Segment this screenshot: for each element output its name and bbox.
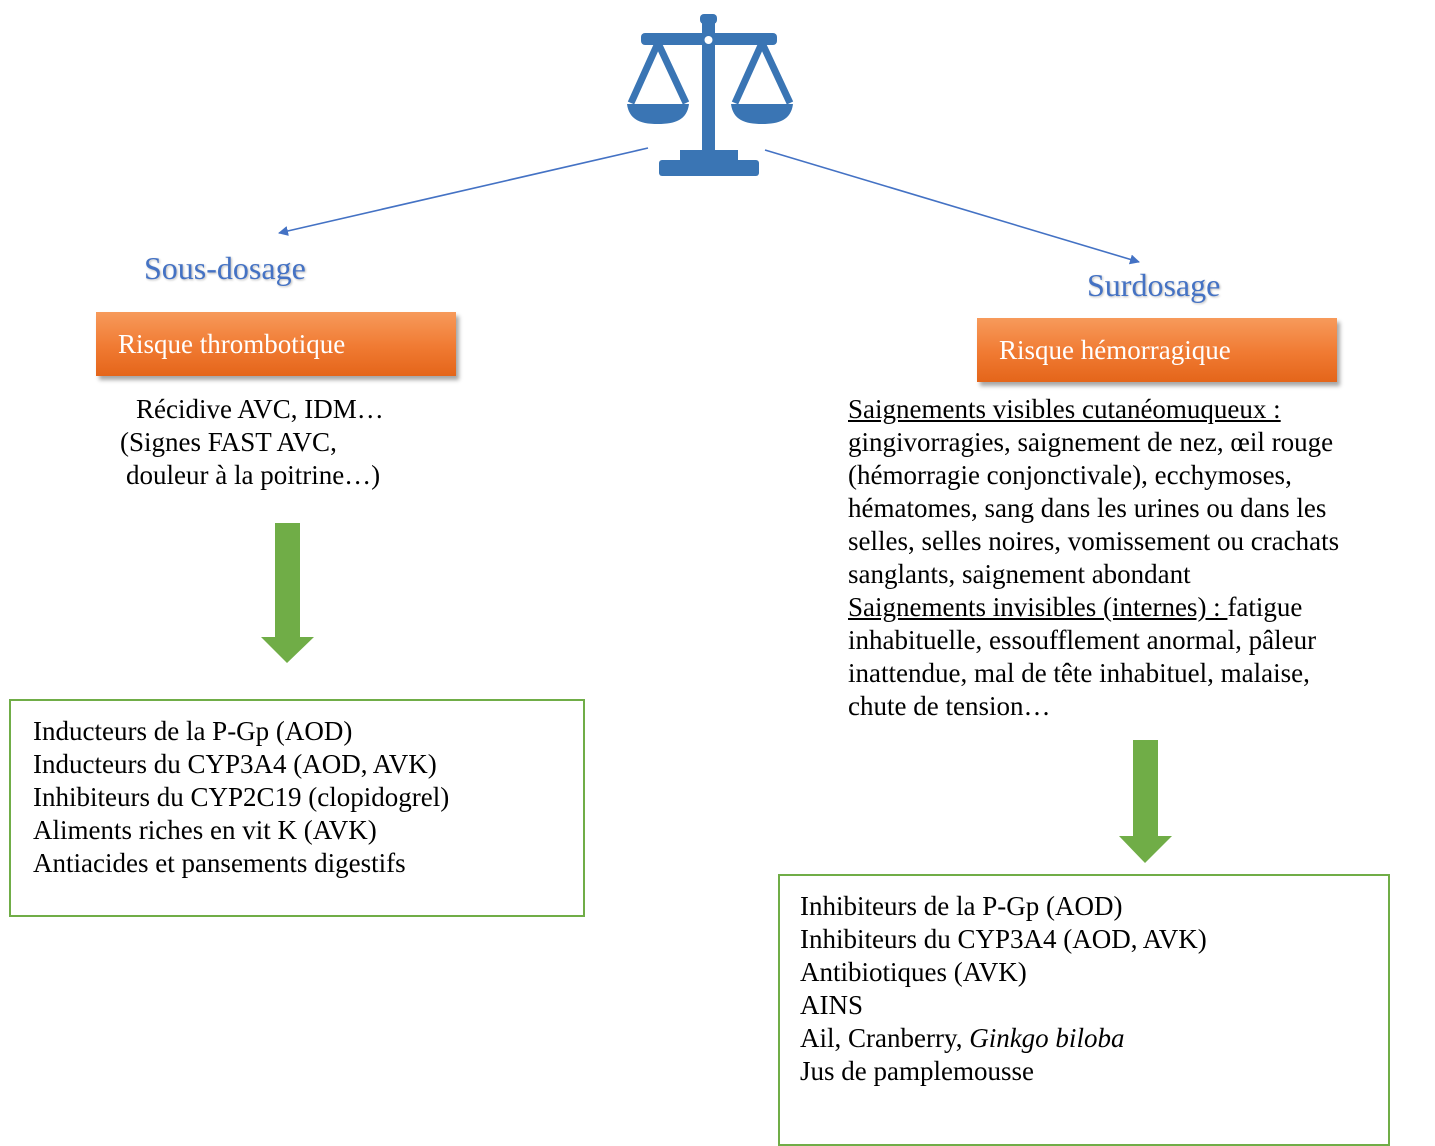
cause-item: Inhibiteurs du CYP2C19 (clopidogrel) — [33, 782, 450, 812]
invisible-bleeding-first: fatigue — [1227, 592, 1303, 622]
thrombotic-risk-label: Risque thrombotique — [118, 328, 346, 359]
green-down-arrow-left — [261, 523, 314, 663]
invisible-bleeding-line: inattendue, mal de tête inhabituel, mala… — [848, 658, 1310, 688]
balance-scale-icon — [627, 14, 794, 176]
invisible-bleeding-title: Saignements invisibles (internes) : — [848, 592, 1228, 622]
surdosage-heading: Surdosage — [1087, 267, 1221, 303]
effect-line: Récidive AVC, IDM… — [136, 394, 384, 424]
green-down-arrow-right — [1119, 740, 1172, 863]
cause-item: AINS — [800, 990, 864, 1020]
hemorrhagic-risk-label: Risque hémorragique — [999, 334, 1231, 365]
cause-item: Jus de pamplemousse — [800, 1056, 1034, 1086]
cause-item: Antiacides et pansements digestifs — [33, 848, 406, 878]
sous-dosage-heading: Sous-dosage — [144, 250, 306, 286]
visible-bleeding-title: Saignements visibles cutanéomuqueux : — [848, 394, 1281, 424]
thrombotic-risk-box: Risque thrombotique — [96, 312, 456, 376]
bleeding-signs: Saignements visibles cutanéomuqueux : gi… — [848, 393, 1339, 723]
cause-item: Antibiotiques (AVK) — [800, 957, 1027, 987]
visible-bleeding-line: (hémorragie conjonctivale), ecchymoses, — [848, 460, 1292, 490]
visible-bleeding-line: hématomes, sang dans les urines ou dans … — [848, 493, 1327, 523]
arrow-to-sous-dosage — [278, 147, 649, 236]
effect-line: (Signes FAST AVC, — [120, 427, 337, 457]
hemorrhagic-risk-box: Risque hémorragique — [977, 318, 1337, 382]
cause-item: Aliments riches en vit K (AVK) — [33, 815, 377, 845]
cause-item: Ail, Cranberry, Ginkgo biloba — [800, 1022, 1388, 1055]
underdose-causes-box: Inducteurs de la P-Gp (AOD) Inducteurs d… — [9, 699, 585, 917]
thrombotic-effects: Récidive AVC, IDM… (Signes FAST AVC, dou… — [120, 393, 384, 492]
invisible-bleeding-line: Saignements invisibles (internes) : fati… — [848, 591, 1339, 624]
cause-item: Inducteurs de la P-Gp (AOD) — [33, 716, 353, 746]
cause-italic-part: Ginkgo biloba — [969, 1023, 1125, 1053]
visible-bleeding-line: gingivorragies, saignement de nez, œil r… — [848, 427, 1334, 457]
cause-item: Inducteurs du CYP3A4 (AOD, AVK) — [33, 749, 437, 779]
invisible-bleeding-line: inhabituelle, essoufflement anormal, pâl… — [848, 625, 1317, 655]
cause-item: Inhibiteurs du CYP3A4 (AOD, AVK) — [800, 924, 1207, 954]
visible-bleeding-line: selles, selles noires, vomissement ou cr… — [848, 526, 1340, 556]
cause-plain-part: Ail, Cranberry, — [800, 1023, 970, 1053]
overdose-causes-box: Inhibiteurs de la P-Gp (AOD) Inhibiteurs… — [778, 874, 1390, 1146]
invisible-bleeding-line: chute de tension… — [848, 691, 1051, 721]
visible-bleeding-line: sanglants, saignement abondant — [848, 559, 1191, 589]
effect-line: douleur à la poitrine…) — [126, 460, 381, 490]
arrow-to-surdosage — [764, 149, 1140, 265]
cause-item: Inhibiteurs de la P-Gp (AOD) — [800, 891, 1123, 921]
